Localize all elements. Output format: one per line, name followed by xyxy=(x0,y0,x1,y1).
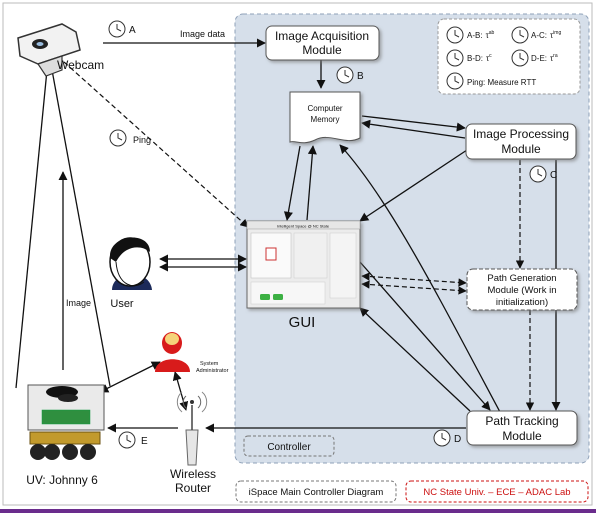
gui-side-pane xyxy=(329,232,357,299)
edge-gui-memory xyxy=(306,145,317,221)
edge-gui-pathgen-2 xyxy=(361,280,467,295)
legend-clock-ab xyxy=(446,26,464,44)
gui-stop-button[interactable] xyxy=(273,294,283,300)
controller-label: Controller xyxy=(267,442,311,453)
edge-label-ping: Ping xyxy=(133,135,151,145)
node-image-acquisition-line1: Image Acquisition xyxy=(275,29,369,43)
node-path-generation-line1: Path Generation xyxy=(487,273,556,284)
legend-ac: A-C:τimg xyxy=(531,30,561,40)
edge-track-gui xyxy=(359,307,471,412)
node-webcam-label: Webcam xyxy=(57,58,104,72)
controller-label-box: Controller xyxy=(243,435,335,457)
user-icon[interactable] xyxy=(109,237,152,290)
tripod-leg-right xyxy=(51,69,111,387)
tripod-leg-left xyxy=(15,69,48,389)
clock-icon-d xyxy=(433,429,451,447)
node-computer-memory[interactable]: Computer Memory xyxy=(289,91,361,144)
edge-gui-pathgen-1 xyxy=(361,272,467,287)
node-path-generation-line2: Module (Work in xyxy=(488,285,557,296)
node-router-line1: Wireless xyxy=(170,467,216,481)
webcam-icon[interactable] xyxy=(17,23,81,77)
edge-label-image: Image xyxy=(66,298,91,308)
legend-clock-ping xyxy=(446,72,464,90)
edge-ping xyxy=(63,61,249,228)
node-image-processing-line2: Module xyxy=(501,142,541,156)
clock-icon-b xyxy=(336,66,354,84)
gui-screen-title: Intelligent Space @ NC State xyxy=(277,224,330,229)
clock-label-a: A xyxy=(129,25,136,36)
edge-memory-proc xyxy=(361,115,466,132)
footer-title: iSpace Main Controller Diagram xyxy=(249,487,384,498)
edge-proc-gui xyxy=(359,149,468,222)
legend-bd: B-D:τc xyxy=(467,53,492,63)
legend-de: D-E:τra xyxy=(531,53,558,63)
legend-clock-de xyxy=(511,49,529,67)
footer-title-box: iSpace Main Controller Diagram xyxy=(235,480,397,503)
edge-memory-gui xyxy=(283,145,301,221)
clock-label-c: C xyxy=(550,170,557,181)
legend-box xyxy=(437,18,581,95)
node-path-generation-line3: initialization) xyxy=(496,297,548,308)
gui-controls-pane xyxy=(250,281,326,305)
node-image-acquisition[interactable]: Image Acquisition Module xyxy=(265,25,380,61)
edge-proc-memory xyxy=(361,119,466,139)
node-image-processing-line1: Image Processing xyxy=(473,127,569,141)
node-path-generation[interactable]: Path Generation Module (Work in initiali… xyxy=(466,268,578,311)
wireless-router-icon[interactable] xyxy=(176,391,208,466)
uv-robot-icon[interactable] xyxy=(27,384,105,460)
node-system-admin-line2: Administrator xyxy=(196,368,229,374)
clock-label-d: D xyxy=(454,434,461,445)
node-user-label: User xyxy=(110,298,134,310)
footer-credit: NC State Univ. – ECE – ADAC Lab xyxy=(423,487,570,498)
edge-admin-uv xyxy=(99,361,161,393)
node-image-acquisition-line2: Module xyxy=(302,43,342,57)
clock-label-e: E xyxy=(141,436,148,447)
node-router-line2: Router xyxy=(175,481,211,495)
clock-label-b: B xyxy=(357,71,364,82)
node-path-tracking-line1: Path Tracking xyxy=(485,414,558,428)
node-computer-memory-line2: Memory xyxy=(311,115,340,124)
clock-icon-a xyxy=(108,20,126,38)
clock-icon-e xyxy=(118,431,136,449)
legend-ab: A-B:τab xyxy=(467,30,495,40)
clock-icon-ping xyxy=(109,129,127,147)
edge-track-memory xyxy=(339,144,501,413)
gui-info-pane xyxy=(293,232,328,279)
bottom-bar xyxy=(0,509,596,513)
legend-ping: Ping: Measure RTT xyxy=(467,78,536,87)
outer-frame xyxy=(2,2,593,506)
system-admin-icon[interactable] xyxy=(155,332,190,372)
node-gui[interactable]: Intelligent Space @ NC State xyxy=(246,220,361,309)
edge-admin-router xyxy=(172,371,189,411)
clock-icon-c xyxy=(529,165,547,183)
legend-clock-bd xyxy=(446,49,464,67)
edge-label-image-data: Image data xyxy=(180,29,225,39)
legend-clock-ac xyxy=(511,26,529,44)
gui-start-button[interactable] xyxy=(260,294,270,300)
footer-credit-box: NC State Univ. – ECE – ADAC Lab xyxy=(405,480,589,503)
node-uv-label: UV: Johnny 6 xyxy=(26,473,98,487)
gui-target-marker xyxy=(265,247,277,261)
node-path-tracking[interactable]: Path Tracking Module xyxy=(466,410,578,446)
node-image-processing[interactable]: Image Processing Module xyxy=(465,123,577,160)
node-system-admin-line1: System xyxy=(200,361,219,367)
node-computer-memory-line1: Computer xyxy=(307,104,342,113)
node-path-tracking-line2: Module xyxy=(502,429,542,443)
node-gui-label: GUI xyxy=(289,314,316,331)
